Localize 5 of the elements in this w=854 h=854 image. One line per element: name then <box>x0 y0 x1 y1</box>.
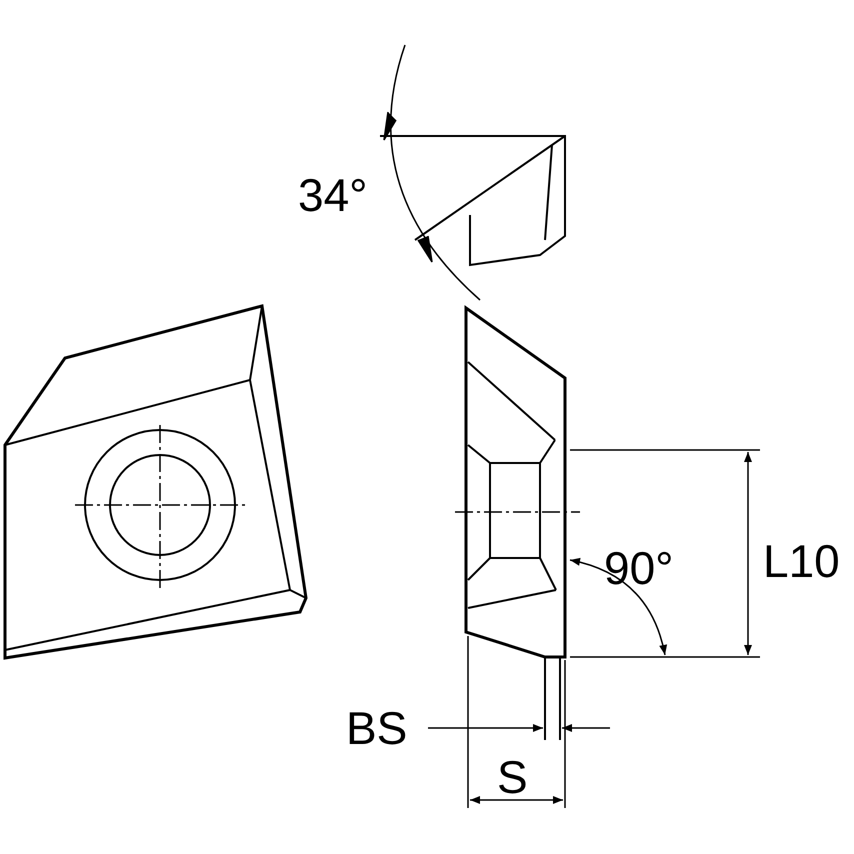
dimension-label: S <box>497 754 528 800</box>
dimension-label: L10 <box>763 538 840 584</box>
dimension-label: BS <box>346 705 408 751</box>
angle-label: 34° <box>298 172 368 218</box>
angle-label: 90° <box>604 545 674 591</box>
